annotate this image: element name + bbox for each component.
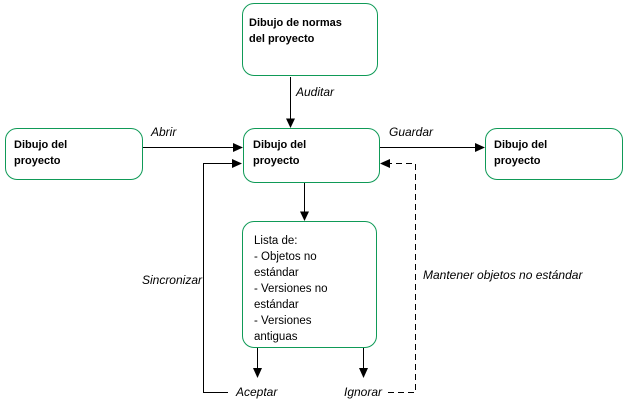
- label-abrir: Abrir: [151, 125, 177, 139]
- ignorar-arrowhead: [359, 368, 368, 378]
- auditar-arrowhead: [286, 118, 295, 128]
- abrir-arrowhead: [233, 143, 243, 152]
- sincronizar-feedback-line: [203, 163, 233, 393]
- label-mantener: Mantener objetos no estándar: [423, 268, 583, 282]
- label-sincronizar: Sincronizar: [141, 273, 202, 287]
- label-guardar: Guardar: [389, 125, 434, 139]
- mantener-arrowhead: [380, 159, 390, 168]
- working-to-list-arrowhead: [300, 211, 309, 221]
- mantener-feedback-dashed-line: [388, 163, 416, 393]
- label-auditar: Auditar: [296, 85, 335, 99]
- aceptar-arrowhead: [253, 368, 262, 378]
- guardar-arrowhead: [475, 143, 485, 152]
- label-ignorar: Ignorar: [344, 385, 383, 399]
- label-aceptar: Aceptar: [236, 385, 278, 399]
- sincronizar-arrowhead: [232, 159, 242, 168]
